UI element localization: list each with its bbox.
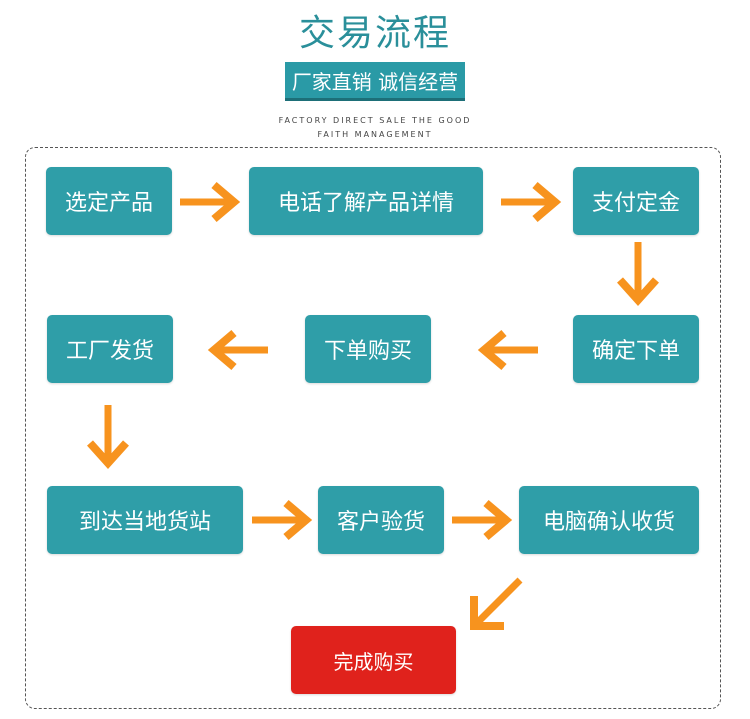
slogan-subtitle-line1: FACTORY DIRECT SALE THE GOOD — [278, 116, 472, 125]
step-confirm-receipt: 电脑确认收货 — [519, 486, 699, 554]
step-complete-purchase: 完成购买 — [291, 626, 456, 694]
step-factory-ship: 工厂发货 — [47, 315, 173, 383]
step-customer-inspect: 客户验货 — [318, 486, 444, 554]
arrow-left-icon — [476, 328, 540, 372]
arrow-down-icon — [84, 403, 132, 471]
step-arrive-station: 到达当地货站 — [47, 486, 243, 554]
step-confirm-order: 确定下单 — [573, 315, 699, 383]
step-phone-inquiry: 电话了解产品详情 — [249, 167, 483, 235]
arrow-right-icon — [178, 180, 242, 224]
arrow-left-icon — [206, 328, 270, 372]
page-title: 交易流程 — [298, 13, 451, 54]
arrow-right-icon — [250, 498, 314, 542]
arrow-down-left-icon — [466, 574, 526, 634]
flow-frame — [25, 147, 721, 709]
step-place-order: 下单购买 — [305, 315, 431, 383]
step-pay-deposit: 支付定金 — [573, 167, 699, 235]
arrow-right-icon — [499, 180, 563, 224]
slogan-subtitle-line2: FAITH MANAGEMENT — [317, 130, 433, 139]
slogan-badge: 厂家直销 诚信经营 — [285, 62, 465, 98]
arrow-down-icon — [614, 240, 662, 308]
arrow-right-icon — [450, 498, 514, 542]
step-select-product: 选定产品 — [46, 167, 172, 235]
